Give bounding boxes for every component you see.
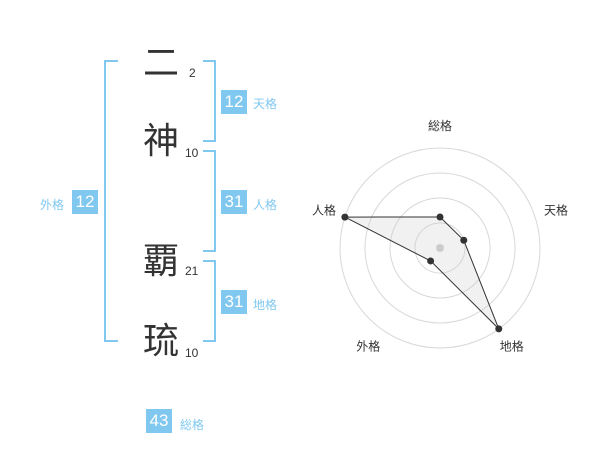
radar-ring bbox=[364, 172, 516, 324]
radar-point-3 bbox=[495, 325, 503, 333]
jinkaku-badge: 31 bbox=[221, 190, 247, 214]
name-char-3: 覇 bbox=[143, 241, 180, 282]
stroke-count-2: 10 bbox=[185, 146, 199, 160]
radar-point-2 bbox=[460, 236, 468, 244]
radar-point-4 bbox=[427, 257, 435, 265]
chikaku-label: 地格 bbox=[253, 298, 278, 312]
name-char-2: 神 bbox=[143, 121, 180, 162]
tenkaku-label: 天格 bbox=[253, 97, 278, 111]
radar-axis-label-4: 外格 bbox=[356, 339, 380, 354]
stroke-count-3: 21 bbox=[185, 264, 199, 278]
chikaku-badge: 31 bbox=[221, 290, 247, 314]
tenkaku-badge: 12 bbox=[221, 90, 247, 114]
radar-area bbox=[344, 216, 500, 330]
soukaku-badge: 43 bbox=[146, 409, 172, 433]
name-char-1: 二 bbox=[143, 43, 180, 84]
name-char-4: 琉 bbox=[143, 321, 180, 362]
stroke-count-4: 10 bbox=[185, 346, 199, 360]
gaikaku-label: 外格 bbox=[40, 198, 65, 212]
radar-axis-label-1: 総格 bbox=[428, 118, 452, 133]
radar-center bbox=[436, 244, 444, 252]
radar-axis-label-2: 天格 bbox=[544, 202, 568, 217]
radar-point-5 bbox=[341, 213, 349, 221]
radar-axis-label-5: 人格 bbox=[312, 202, 336, 217]
radar-axis-label-3: 地格 bbox=[500, 339, 524, 354]
radar-ring bbox=[339, 147, 541, 349]
radar-ring bbox=[389, 197, 491, 299]
soukaku-label: 総格 bbox=[180, 418, 205, 432]
radar-point-1 bbox=[436, 213, 444, 221]
radar-ring bbox=[414, 222, 466, 274]
gaikaku-badge: 12 bbox=[72, 190, 98, 214]
stroke-count-1: 2 bbox=[189, 66, 196, 80]
jinkaku-bracket bbox=[203, 150, 216, 252]
chikaku-bracket bbox=[203, 260, 216, 342]
gaikaku-bracket bbox=[104, 60, 118, 342]
jinkaku-label: 人格 bbox=[253, 198, 278, 212]
tenkaku-bracket bbox=[203, 60, 216, 142]
